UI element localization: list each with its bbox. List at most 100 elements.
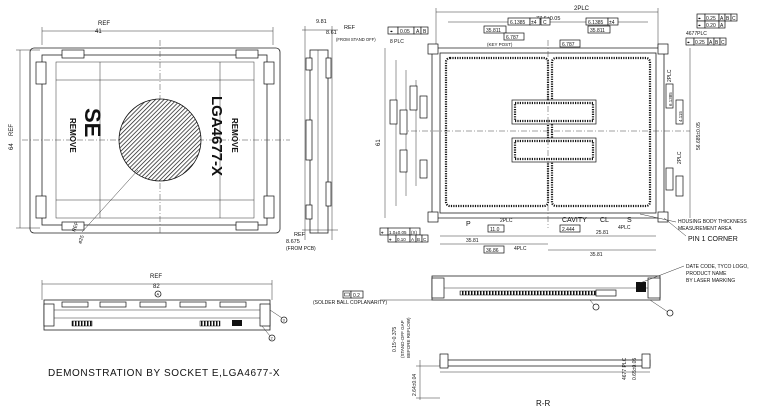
housing-note-2: MEASUREMENT AREA — [678, 226, 732, 232]
svg-text:A: A — [709, 40, 713, 46]
logo-text: SE — [80, 108, 105, 137]
svg-text:⌖: ⌖ — [389, 237, 392, 242]
standoff-dim: 0.15~0.375 — [392, 327, 398, 352]
dim-25-81: 25.81 — [596, 230, 609, 236]
date-code-note-3: BY LASER MARKING — [686, 278, 735, 284]
svg-text:A: A — [720, 16, 724, 22]
cavity-label: CAVITY — [562, 217, 587, 224]
dim-35-811-right: 35.811 — [587, 25, 611, 34]
dim-36-86-box: 36.86 — [483, 245, 505, 254]
remove-label-right: REMOVE — [230, 118, 239, 153]
svg-text:0.10: 0.10 — [397, 237, 406, 242]
svg-text:35.811: 35.811 — [590, 28, 605, 34]
svg-text:C: C — [423, 237, 427, 242]
dim-35-811-left: 35.811 — [483, 25, 507, 34]
dim-2-444-box: 2.444 — [559, 224, 581, 233]
svg-text:11.0: 11.0 — [490, 227, 500, 233]
svg-text:2.444: 2.444 — [562, 227, 575, 233]
dim-ref-circle: REF — [71, 221, 80, 232]
svg-text:B: B — [715, 40, 719, 46]
dim-2plc-right: 2PLC — [667, 69, 673, 82]
dim-64: 64 — [9, 143, 15, 150]
front-view: REF 82 A 3 2 — [41, 274, 288, 342]
svg-text:C: C — [543, 20, 547, 26]
housing-note-1: HOUSING BODY THICKNESS — [678, 219, 747, 225]
remove-label-left: REMOVE — [68, 118, 77, 153]
dim-35-81-bottom: 35.81 — [466, 238, 479, 244]
svg-text:±4: ±4 — [609, 20, 615, 26]
dim-4677-plc: 4677 PLC — [622, 357, 628, 380]
gdt-frame-top-right-2: ⌖ 0.20 A — [696, 20, 726, 29]
svg-text:0.05: 0.05 — [400, 29, 410, 35]
key-post-label: (KEY POST) — [487, 42, 513, 47]
section-view: DATE CODE, TYCO LOGO, PRODUCT NAME BY LA… — [313, 264, 749, 408]
gdt-frame-6-1385-right: 6.1385 ±4 — [585, 17, 619, 26]
from-stand-off: (FROM STAND OFF) — [336, 37, 376, 42]
dim-35-81-bottom-2: 35.81 — [590, 252, 603, 258]
svg-text:C: C — [721, 40, 725, 46]
svg-text:6.787: 6.787 — [506, 35, 519, 41]
date-code-note-1: DATE CODE, TYCO LOGO, — [686, 264, 749, 270]
dim-plc-bottom: 4PLC — [514, 246, 527, 252]
cl-label: CL — [600, 217, 609, 224]
dim-phi25: ø25 — [77, 234, 86, 244]
gdt-c-box: C — [540, 17, 551, 26]
svg-text:0.25: 0.25 — [706, 16, 716, 22]
standoff-note-2: BEFORE REFLOW) — [406, 317, 411, 358]
dim-ref-left: REF — [9, 124, 15, 136]
svg-text:±4: ±4 — [531, 20, 537, 26]
svg-text:0.2: 0.2 — [353, 293, 360, 299]
svg-text:6.1385: 6.1385 — [588, 20, 604, 26]
dim-ref-side: REF — [344, 25, 356, 31]
section-label: R-R — [536, 399, 550, 408]
svg-text:36.86: 36.86 — [486, 248, 499, 254]
svg-text:B: B — [726, 16, 730, 22]
svg-text:⌖: ⌖ — [698, 16, 701, 22]
p-label: P — [466, 221, 471, 228]
dim-6-787-a: 6.787 — [503, 32, 525, 41]
svg-text:⌖: ⌖ — [698, 23, 701, 29]
svg-text:⌖: ⌖ — [381, 230, 384, 235]
standoff-note-1: (STAND-OFF GAP — [400, 320, 405, 358]
dim-8-plc: 8 PLC — [390, 39, 404, 45]
dim-ref-side-bottom: REF — [294, 232, 306, 238]
pick-up-cap-circle — [118, 98, 202, 182]
dim-41: 41 — [95, 29, 102, 35]
dim-6-787-b: 6.787 — [559, 39, 581, 48]
date-code-note-2: PRODUCT NAME — [686, 271, 727, 277]
svg-text:B: B — [423, 29, 427, 35]
s-label: S — [627, 217, 632, 224]
contact-array-left — [444, 56, 550, 208]
dim-4plc: 4PLC — [618, 225, 631, 231]
dim-2plc-bottom: 2PLC — [500, 218, 513, 224]
svg-text:6.1385: 6.1385 — [510, 20, 526, 26]
svg-text:C: C — [732, 16, 736, 22]
dim-61: 61 — [376, 139, 382, 146]
dim-9-81: 9.81 — [316, 19, 327, 25]
dim-11-box: 11.0 — [487, 224, 505, 233]
dim-0-65: 0.65±0.05 — [632, 358, 638, 380]
dim-2-64: 2.64±0.04 — [412, 374, 418, 396]
svg-text:1.0±0.05: 1.0±0.05 — [389, 230, 407, 235]
dim-4677plc-top: 4677PLC — [686, 31, 707, 37]
dim-8-61: 8.61 — [326, 30, 337, 36]
dim-plc-right: 2PLC — [677, 151, 683, 164]
front-marker-c: 2 — [271, 336, 274, 341]
dim-82: 82 — [153, 284, 160, 290]
svg-text:A: A — [411, 237, 414, 242]
array-view: 2PLC 77.6±0.05 ⌖ 0.05 A B 8 PLC 6.1385 ±… — [376, 6, 747, 258]
top-view: REF 41 REF 64 SE LGA4677-X REMOVE — [9, 21, 290, 245]
gdt-frame-bottom-left-2: ⌖ 0.10 A B C — [387, 234, 429, 243]
dim-ref-top: REF — [98, 21, 110, 27]
dim-ref-front: REF — [150, 274, 162, 280]
svg-text:0.20: 0.20 — [706, 23, 716, 29]
gdt-frame-top-left: ⌖ 0.05 A B — [387, 26, 429, 35]
dim-right-small-a: 6.1385 — [668, 92, 673, 106]
svg-text:A: A — [416, 29, 420, 35]
dim-56-685: 56.685±0.05 — [696, 122, 702, 150]
dim-8-675: 8.675 — [286, 239, 300, 245]
solder-ball-coplanarity: (SOLDER BALL COPLANARITY) — [313, 300, 387, 306]
pin1-corner-label: PIN 1 CORNER — [688, 236, 738, 243]
dim-2plc-top: 2PLC — [574, 6, 590, 12]
